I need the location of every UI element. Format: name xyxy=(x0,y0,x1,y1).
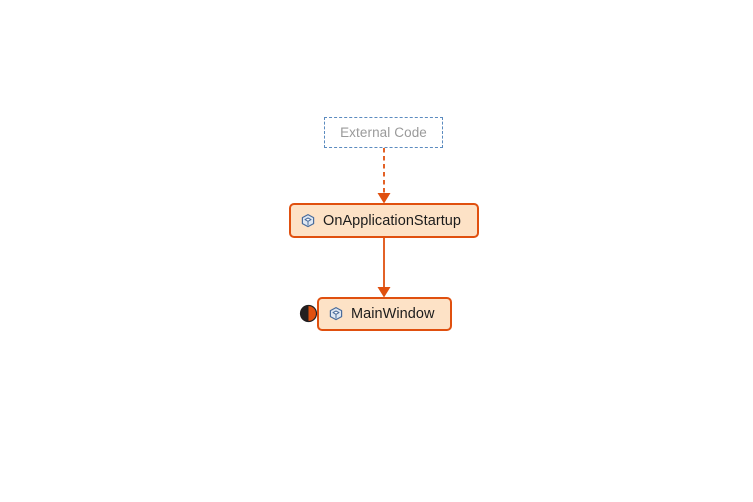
node-on-application-startup[interactable]: OnApplicationStartup xyxy=(289,203,479,238)
method-hexagon-icon xyxy=(301,213,315,227)
edge-external-to-startup xyxy=(377,148,391,204)
breakpoint-current-icon[interactable] xyxy=(299,304,318,323)
node-main-window[interactable]: MainWindow xyxy=(317,297,452,331)
edge-startup-to-mainwindow xyxy=(377,238,391,298)
method-hexagon-icon xyxy=(329,307,343,321)
node-external-code-label: External Code xyxy=(340,125,427,140)
node-on-application-startup-label: OnApplicationStartup xyxy=(323,212,462,229)
node-main-window-label: MainWindow xyxy=(351,306,435,322)
node-external-code[interactable]: External Code xyxy=(324,117,443,148)
